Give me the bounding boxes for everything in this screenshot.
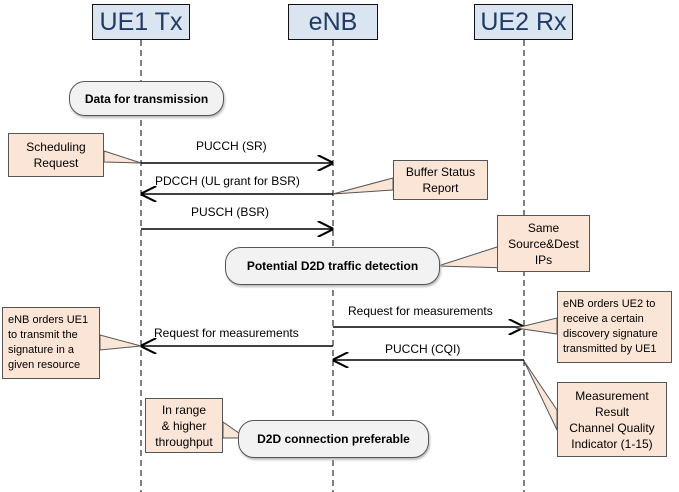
msg-pucch-cqi-label: PUCCH (CQI) xyxy=(385,342,461,356)
note-in-range: In range & higher throughput xyxy=(145,398,223,453)
enb-ue1-pointer xyxy=(99,334,142,351)
process-d2d-preferable: D2D connection preferable xyxy=(238,420,429,458)
process-d2d-detection: Potential D2D traffic detection xyxy=(225,247,440,285)
actor-enb: eNB xyxy=(288,4,378,40)
bsr-pointer xyxy=(332,177,394,195)
actor-ue1: UE1 Tx xyxy=(92,4,190,40)
msg-pusch-bsr-label: PUSCH (BSR) xyxy=(191,205,270,219)
note-enb-orders-ue2: eNB orders UE2 to receive a certain disc… xyxy=(557,291,672,363)
actor-ue2: UE2 Rx xyxy=(474,4,573,40)
msg-req-ue1-label: Request for measurements xyxy=(154,326,299,340)
msg-req-ue2-label: Request for measurements xyxy=(348,304,493,318)
process-data-for-transmission: Data for transmission xyxy=(69,81,224,116)
note-measurement-result: Measurement Result Channel Quality Indic… xyxy=(557,382,667,457)
enb-ue2-pointer xyxy=(515,317,558,335)
msg-pdcch-label: PDCCH (UL grant for BSR) xyxy=(155,174,300,188)
note-buffer-status-report: Buffer Status Report xyxy=(393,160,488,200)
note-enb-orders-ue1: eNB orders UE1 to transmit the signature… xyxy=(2,307,100,379)
msg-pucch-sr-label: PUCCH (SR) xyxy=(196,139,267,153)
note-same-ips: Same Source&Dest IPs xyxy=(497,215,590,272)
sched-pointer xyxy=(103,150,142,164)
note-scheduling-request: Scheduling Request xyxy=(8,133,104,177)
meas-pointer xyxy=(523,360,558,431)
